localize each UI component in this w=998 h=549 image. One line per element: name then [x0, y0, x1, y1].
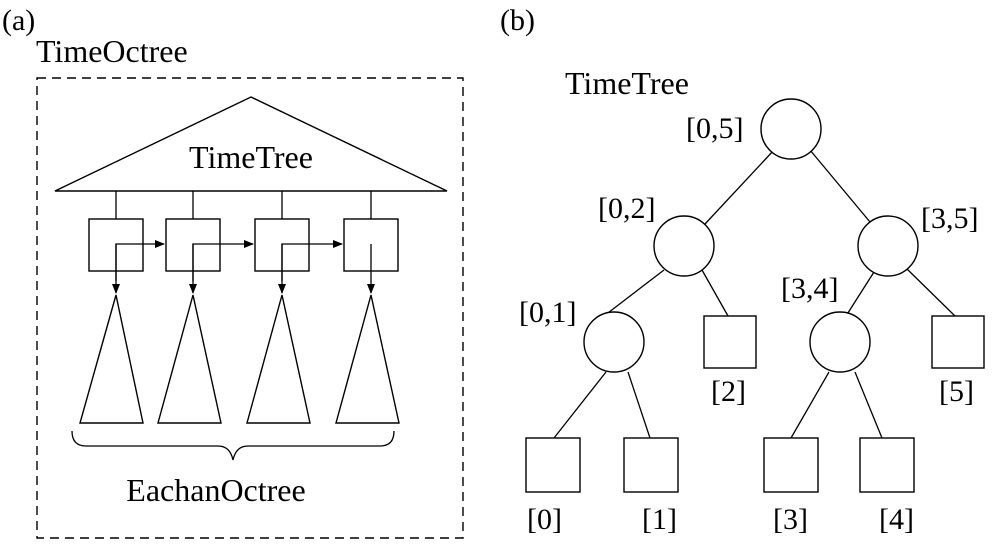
- timeoctree-title: TimeOctree: [36, 33, 188, 69]
- leaf-label: [1]: [642, 503, 677, 536]
- leaf-label: [3]: [773, 503, 808, 536]
- panel-a: (a) TimeOctree TimeTree EachanOctre: [2, 4, 464, 539]
- octree-triangle: [335, 294, 400, 424]
- leaf-label: [0]: [527, 503, 562, 536]
- tree-leaf-box: [859, 437, 915, 493]
- leaf-label: [2]: [711, 375, 746, 408]
- tree-node-circle: [653, 215, 715, 277]
- tree-node-circle: [760, 98, 822, 160]
- panel-b-label: (b): [500, 4, 535, 37]
- panel-b: (b) TimeTree [0,5] [0,2] [3,5] [0,1] [3,…: [500, 4, 985, 536]
- node-label: [0,5]: [686, 112, 743, 145]
- octree-triangle: [79, 294, 144, 424]
- node-label: [0,2]: [598, 192, 655, 225]
- tree-edge: [905, 267, 956, 317]
- tree-node-circle: [857, 215, 919, 277]
- timeoctree-dashed-border: [36, 77, 464, 539]
- grouping-brace: [71, 430, 395, 461]
- tree-edge: [845, 271, 875, 317]
- tree-edge: [854, 371, 883, 439]
- octree-triangle: [246, 294, 311, 424]
- tree-edge: [553, 371, 607, 439]
- tree-edge: [790, 371, 830, 439]
- tree-leaf-box: [525, 437, 581, 493]
- tree-edge: [704, 149, 775, 225]
- tree-node-circle: [809, 311, 871, 373]
- timetree-label: TimeTree: [189, 139, 313, 175]
- leaf-label: [4]: [879, 503, 914, 536]
- tree-leaf-box: [623, 437, 679, 493]
- panel-a-label: (a): [2, 4, 35, 37]
- node-label: [0,1]: [519, 296, 576, 329]
- node-label: [3,5]: [921, 202, 978, 235]
- tree-edge: [603, 269, 665, 317]
- tree-edge: [627, 371, 651, 439]
- tree-node-circle: [583, 311, 645, 373]
- leaf-label: [5]: [939, 375, 974, 408]
- timetree-triangle: [54, 96, 448, 192]
- tree-leaf-box: [703, 315, 757, 369]
- octree-triangle: [157, 294, 222, 424]
- timetree-title: TimeTree: [565, 65, 689, 101]
- tree-edge: [809, 149, 871, 223]
- tree-leaf-box: [763, 437, 819, 493]
- tree-leaf-box: [931, 315, 985, 369]
- tree-edge: [701, 269, 729, 317]
- node-label: [3,4]: [781, 272, 838, 305]
- eachanoctree-label: EachanOctree: [126, 472, 305, 508]
